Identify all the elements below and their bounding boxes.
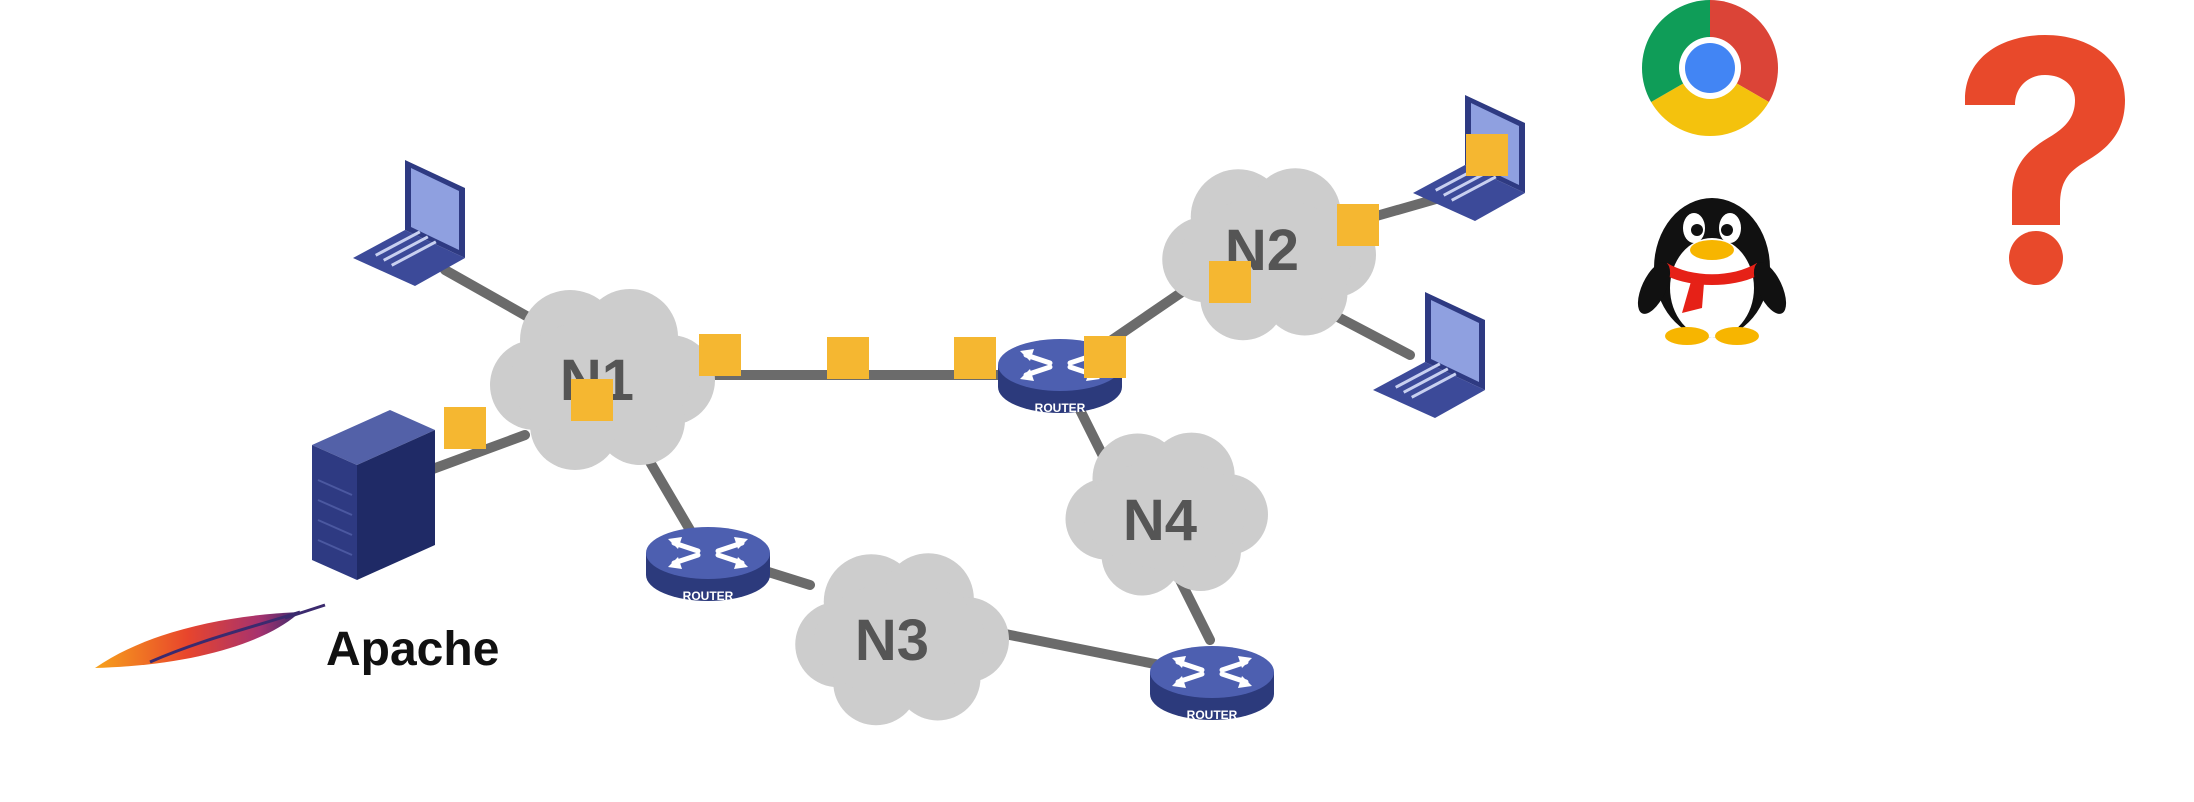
cloud-label: N4 xyxy=(1123,488,1197,553)
cloud-label: N3 xyxy=(855,608,929,673)
packet-icon xyxy=(1466,134,1508,176)
link-n3-router-bottom xyxy=(980,625,1180,673)
cloud-n2: N2 xyxy=(1162,168,1376,341)
packet-icon xyxy=(1209,261,1251,303)
router-label: ROUTER xyxy=(1187,708,1238,722)
laptop-icon xyxy=(353,160,465,286)
chrome-icon xyxy=(1641,0,1779,137)
apache-logo: Apache xyxy=(95,603,499,676)
qq-penguin-icon xyxy=(1637,198,1787,345)
apache-feather-icon xyxy=(95,603,326,668)
packet-icon xyxy=(571,379,613,421)
packet-icon xyxy=(827,337,869,379)
link-server-n1 xyxy=(425,430,530,475)
packet-icon xyxy=(954,337,996,379)
server-icon xyxy=(312,410,435,580)
question-mark-icon xyxy=(1965,35,2125,285)
router-bottom: ROUTER xyxy=(1150,646,1274,722)
router-label: ROUTER xyxy=(1035,401,1086,415)
packet-icon xyxy=(1084,336,1126,378)
packet-icon xyxy=(1337,204,1379,246)
cloud-n4: N4 xyxy=(1065,432,1268,596)
link-n4-router-bottom xyxy=(1175,575,1215,645)
router-top: ROUTER xyxy=(998,339,1122,415)
packet-icon xyxy=(699,334,741,376)
router-left: ROUTER xyxy=(646,527,770,603)
laptop-icon xyxy=(1373,292,1485,418)
packet-icon xyxy=(444,407,486,449)
router-label: ROUTER xyxy=(683,589,734,603)
apache-label: Apache xyxy=(326,623,499,676)
cloud-n3: N3 xyxy=(795,553,1009,726)
